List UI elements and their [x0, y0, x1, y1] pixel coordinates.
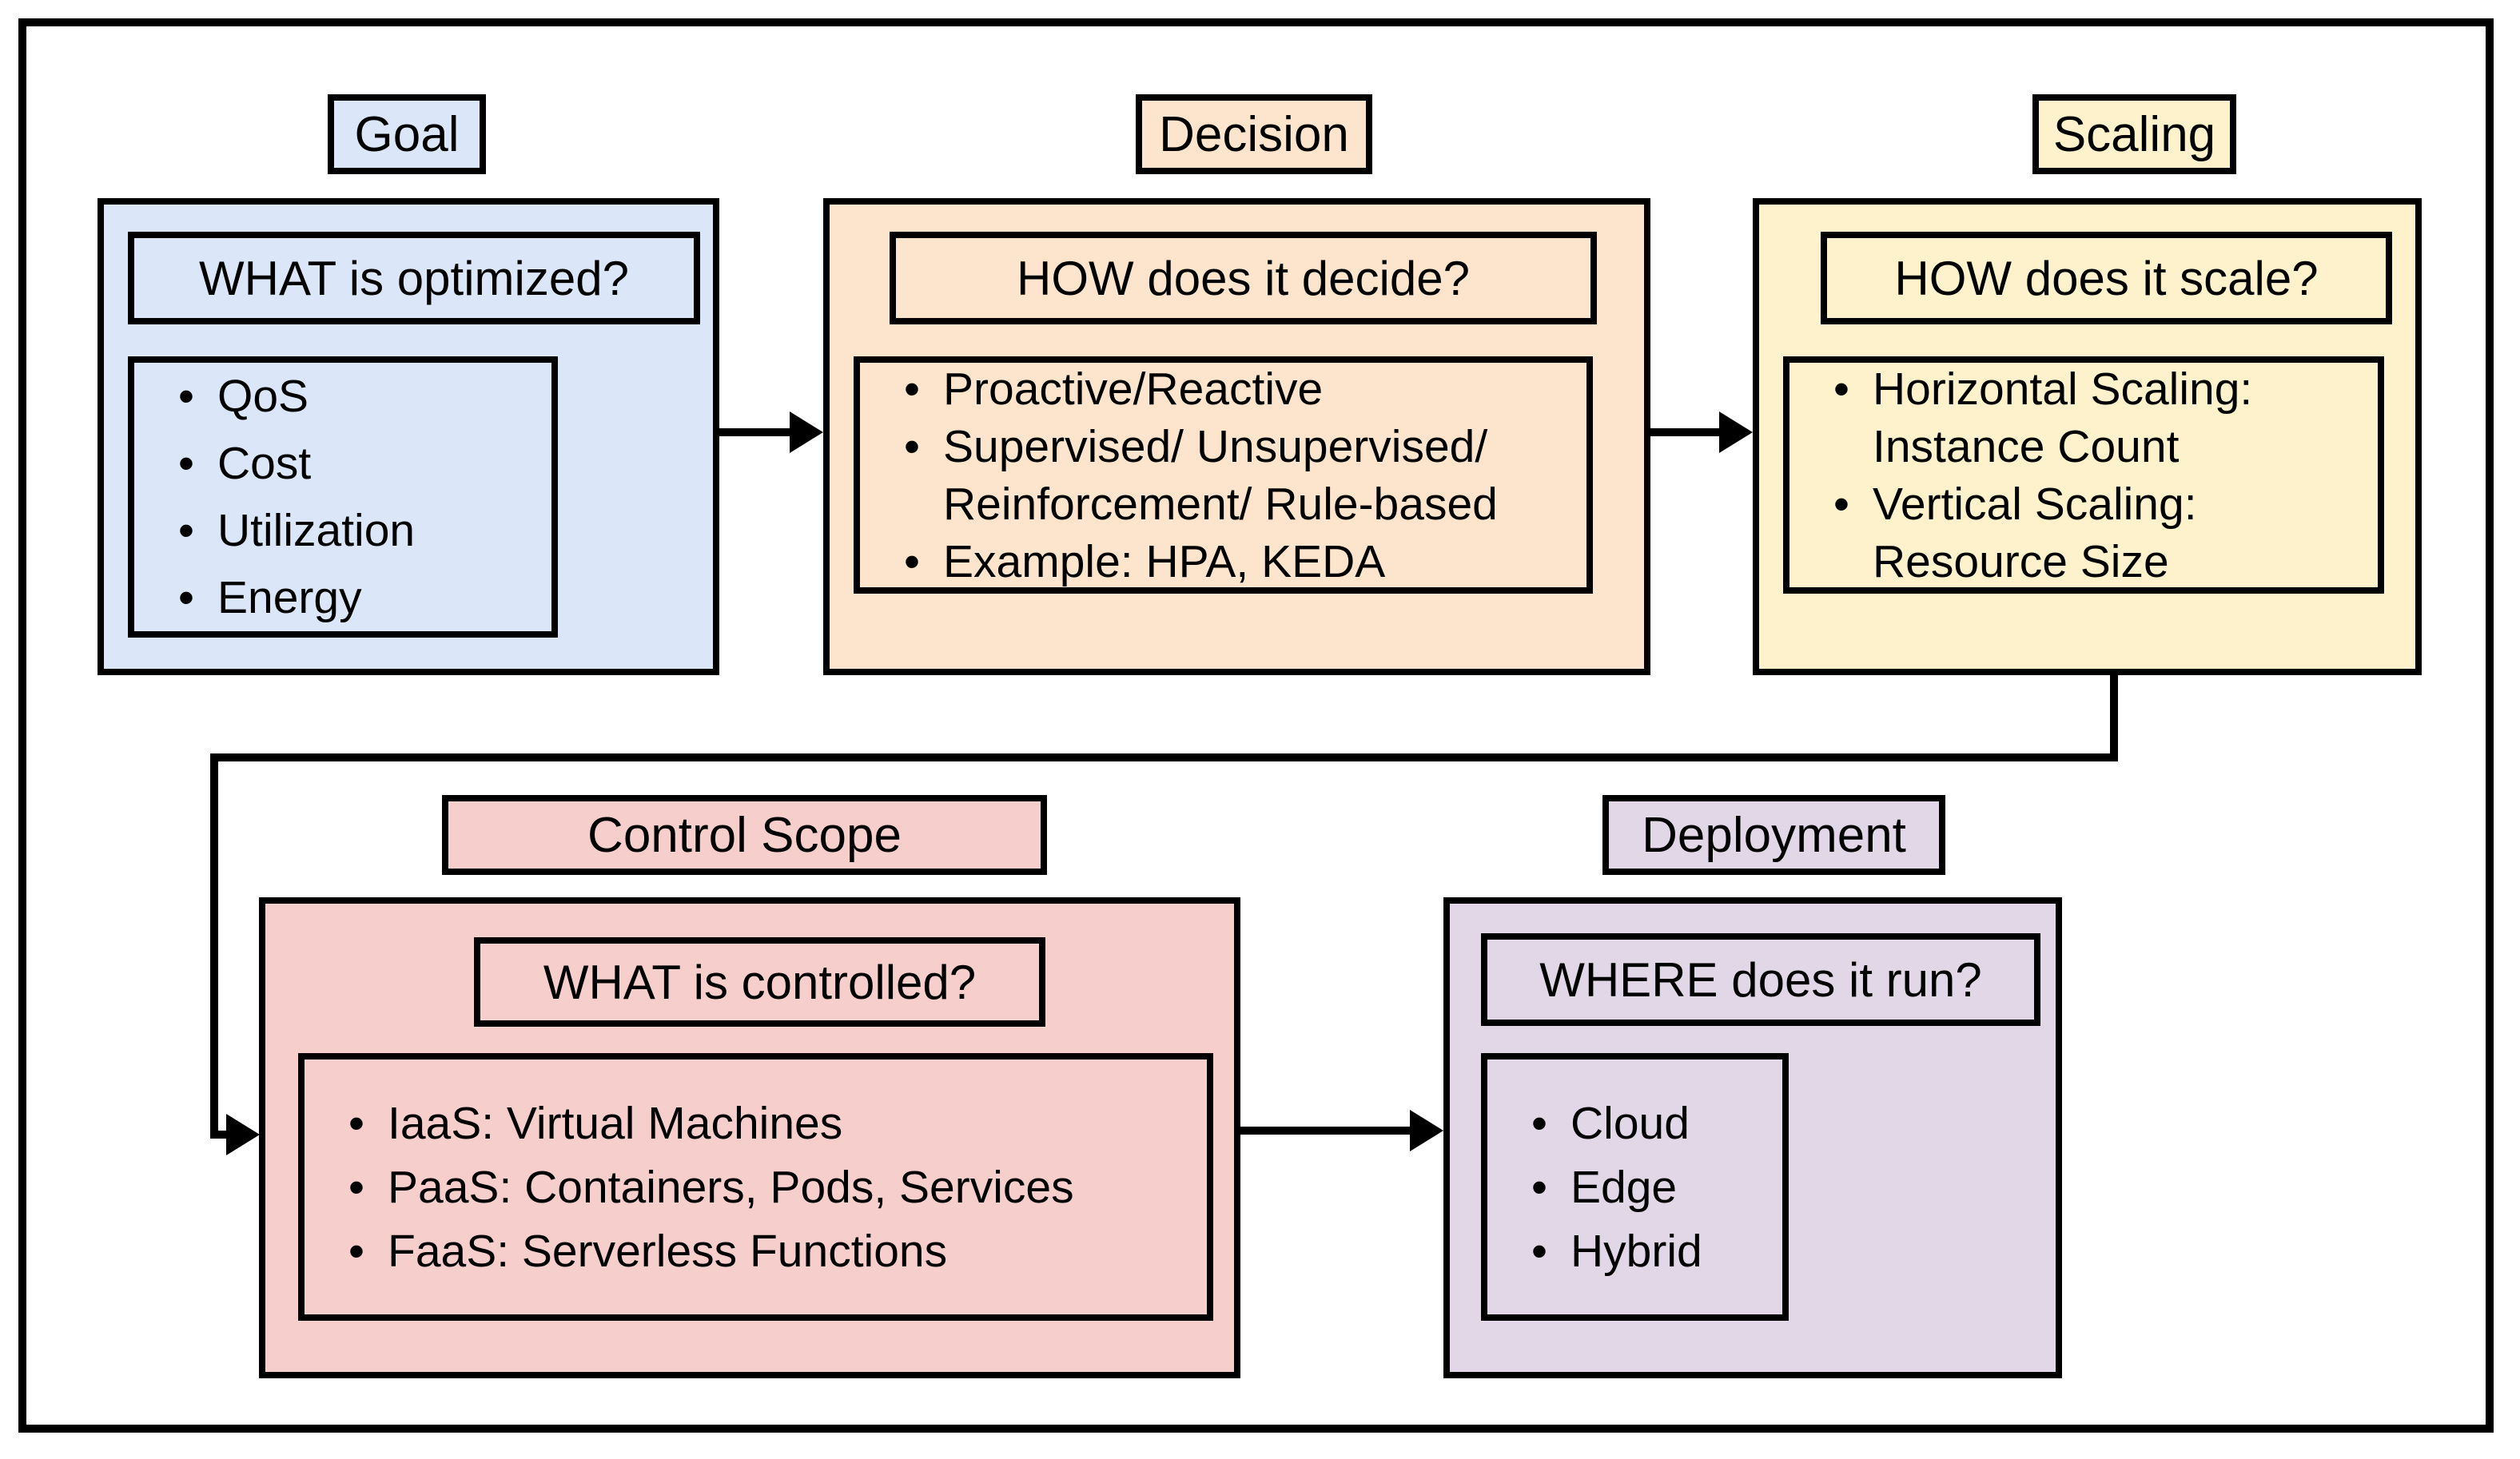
arrow-goal-to-decision-line [719, 428, 793, 436]
scaling-panel: HOW does it scale? • Horizontal Scaling:I… [1753, 198, 2422, 675]
bullet-icon: • [348, 1225, 364, 1277]
list-item: • Supervised/ Unsupervised/Reinforcement/… [881, 418, 1586, 533]
goal-question-text: WHAT is optimized? [199, 251, 629, 305]
decision-question-box: HOW does it decide? [890, 232, 1597, 324]
goal-label: Goal [328, 94, 486, 174]
arrow-into-control-scope-head-icon [226, 1114, 260, 1155]
bullet-icon: • [904, 363, 920, 415]
deployment-question-text: WHERE does it run? [1539, 952, 1982, 1007]
connector-into-control-scope-stub [210, 1131, 229, 1139]
scaling-label-text: Scaling [2052, 106, 2216, 162]
list-item-text: Hybrid [1571, 1225, 1702, 1277]
list-item-text: Supervised/ Unsupervised/Reinforcement/ … [943, 420, 1498, 530]
goal-question-box: WHAT is optimized? [128, 232, 700, 324]
deployment-list: • Cloud • Edge • Hybrid [1481, 1053, 1789, 1321]
deployment-label-text: Deployment [1642, 807, 1906, 863]
list-item: • Cloud [1508, 1091, 1782, 1155]
list-item: • Example: HPA, KEDA [881, 533, 1586, 590]
list-item: • Horizontal Scaling:Instance Count [1810, 360, 2378, 475]
deployment-panel: WHERE does it run? • Cloud • Edge • Hybrid [1443, 897, 2062, 1378]
arrow-goal-to-decision-head-icon [790, 411, 823, 453]
scaling-question-text: HOW does it scale? [1894, 251, 2319, 305]
list-item-text: Horizontal Scaling:Instance Count [1873, 363, 2253, 472]
list-item-text: Utilization [217, 505, 416, 556]
bullet-icon: • [178, 572, 194, 623]
list-item-text: Edge [1571, 1161, 1678, 1213]
goal-list: • QoS • Cost • Utilization • Energy [128, 356, 558, 638]
list-item-text: Energy [217, 572, 362, 623]
bullet-icon: • [904, 535, 920, 587]
bullet-icon: • [904, 420, 920, 472]
list-item-text: IaaS: Virtual Machines [388, 1097, 843, 1149]
control-scope-label-text: Control Scope [587, 807, 902, 863]
list-item: • FaaS: Serverless Functions [325, 1219, 1207, 1283]
goal-label-text: Goal [354, 106, 460, 162]
control-scope-question-text: WHAT is controlled? [543, 955, 977, 1009]
deployment-question-box: WHERE does it run? [1481, 933, 2040, 1026]
control-scope-label: Control Scope [442, 795, 1047, 875]
arrow-control-to-deployment-head-icon [1410, 1110, 1443, 1151]
arrow-control-to-deployment-line [1240, 1127, 1410, 1135]
list-item-text: Cloud [1571, 1097, 1690, 1149]
bullet-icon: • [178, 505, 194, 556]
bullet-icon: • [178, 438, 194, 489]
decision-list: • Proactive/Reactive • Supervised/ Unsuperv… [854, 356, 1593, 594]
arrow-decision-to-scaling-head-icon [1719, 411, 1753, 453]
bullet-icon: • [348, 1097, 364, 1149]
list-item: • Hybrid [1508, 1219, 1782, 1283]
list-item: • PaaS: Containers, Pods, Services [325, 1155, 1207, 1219]
list-item-text: PaaS: Containers, Pods, Services [388, 1161, 1074, 1213]
list-item-text: Cost [217, 438, 312, 489]
bullet-icon: • [348, 1161, 364, 1213]
list-item: • Energy [155, 564, 551, 631]
arrow-decision-to-scaling-line [1650, 428, 1721, 436]
connector-horizontal-segment [210, 753, 2118, 761]
list-item: • Proactive/Reactive [881, 360, 1586, 418]
goal-panel: WHAT is optimized? • QoS • Cost • Utilization… [98, 198, 719, 675]
control-scope-panel: WHAT is controlled? • IaaS: Virtual Machi… [259, 897, 1240, 1378]
list-item: • Cost [155, 430, 551, 497]
list-item-text: QoS [217, 371, 309, 422]
list-item-text: Example: HPA, KEDA [943, 535, 1386, 587]
control-scope-list: • IaaS: Virtual Machines • PaaS: Containers… [298, 1053, 1213, 1321]
list-item: • Vertical Scaling:Resource Size [1810, 475, 2378, 590]
list-item: • Utilization [155, 497, 551, 564]
scaling-question-box: HOW does it scale? [1821, 232, 2392, 324]
connector-scaling-down-segment [2110, 675, 2118, 761]
decision-label: Decision [1136, 94, 1372, 174]
diagram-outer-border [18, 18, 2494, 1433]
connector-left-down-segment [210, 753, 218, 1139]
bullet-icon: • [1531, 1225, 1547, 1277]
list-item: • IaaS: Virtual Machines [325, 1091, 1207, 1155]
decision-question-text: HOW does it decide? [1017, 251, 1470, 305]
deployment-label: Deployment [1602, 795, 1945, 875]
list-item-text: Proactive/Reactive [943, 363, 1324, 415]
list-item: • QoS [155, 363, 551, 430]
scaling-list: • Horizontal Scaling:Instance Count • Verti… [1783, 356, 2384, 594]
bullet-icon: • [1531, 1161, 1547, 1213]
scaling-label: Scaling [2032, 94, 2236, 174]
decision-label-text: Decision [1159, 106, 1349, 162]
bullet-icon: • [1833, 363, 1849, 415]
decision-panel: HOW does it decide? •Proactive/Reactive•… [823, 198, 1650, 675]
list-item: • Edge [1508, 1155, 1782, 1219]
bullet-icon: • [1531, 1097, 1547, 1149]
bullet-icon: • [178, 371, 194, 422]
bullet-icon: • [1833, 478, 1849, 530]
list-item-text: Vertical Scaling:Resource Size [1873, 478, 2197, 587]
control-scope-question-box: WHAT is controlled? [474, 937, 1045, 1027]
list-item-text: FaaS: Serverless Functions [388, 1225, 948, 1277]
